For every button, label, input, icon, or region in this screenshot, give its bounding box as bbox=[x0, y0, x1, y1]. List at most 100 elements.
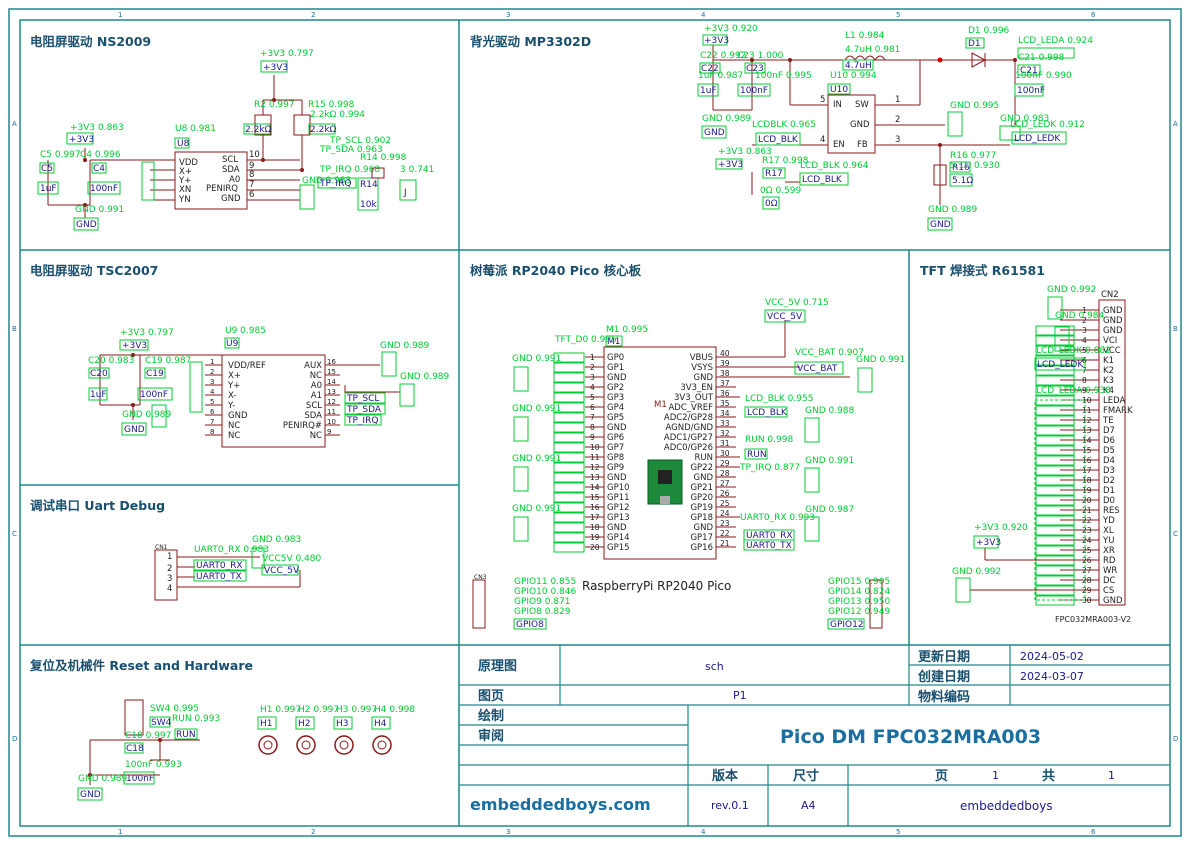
tsc-right-pin: SCL bbox=[306, 401, 322, 411]
col-num-2b: 2 bbox=[311, 828, 315, 836]
pico-left-num: 8 bbox=[590, 423, 595, 432]
bl-gnd-d: GND bbox=[930, 220, 951, 230]
tsc-c19-val: 100nF bbox=[140, 390, 168, 400]
tsc-left-num: 6 bbox=[210, 408, 215, 416]
pico-right-num: 28 bbox=[720, 469, 730, 478]
pico-left-netlabel bbox=[553, 502, 585, 513]
pico-left-netlabel bbox=[553, 442, 585, 453]
pico-left-netlabel bbox=[553, 512, 585, 523]
m1-label: M1 bbox=[654, 400, 667, 410]
tft-netlabel bbox=[1035, 405, 1075, 416]
tft-pin-name: D0 bbox=[1103, 496, 1115, 506]
pico-left-gnd-conf: GND 0.991 bbox=[512, 504, 561, 514]
pico-left-netlabel bbox=[553, 372, 585, 383]
tsc-left-pin: X- bbox=[228, 391, 236, 401]
pico-left-pin: GP9 bbox=[607, 463, 624, 473]
r2-val: 2.2kΩ bbox=[245, 125, 272, 135]
pico-right-num: 23 bbox=[720, 519, 730, 528]
ns-pin-a0: A0 bbox=[229, 175, 240, 185]
pico-right-num: 26 bbox=[720, 489, 730, 498]
tb-schematic-label: 原理图 bbox=[478, 659, 517, 674]
pico-uart-conf: UART0_RX 0.993 bbox=[740, 513, 815, 523]
backlight-block: IN EN SW GND FB 5 4 1 2 3 U10 U10 0.994 … bbox=[697, 24, 1093, 231]
tsc-left-pin: NC bbox=[228, 431, 240, 441]
ns-num-8: 8 bbox=[249, 170, 254, 180]
section-title-tft: TFT 焊接式 R61581 bbox=[920, 263, 1045, 278]
pico-gnd-conf: GND 0.991 bbox=[856, 355, 905, 365]
ns-num-7: 7 bbox=[249, 180, 254, 190]
pico-right-pin: AGND/GND bbox=[665, 423, 713, 433]
tft-d0-conf: TFT_D0 0.995 bbox=[554, 335, 617, 345]
tft-pin-name: D1 bbox=[1103, 486, 1115, 496]
tft-pin-num: 17 bbox=[1082, 466, 1092, 475]
u10-num-2: 2 bbox=[895, 115, 900, 125]
tsc-c19-conf: C19 0.987 bbox=[145, 356, 191, 366]
bl-gnd-d-conf: GND 0.989 bbox=[928, 205, 978, 215]
pico-right-pin: 3V3_OUT bbox=[674, 393, 714, 403]
gpio8: GPIO8 bbox=[516, 620, 544, 630]
mounting-hole-inner bbox=[301, 740, 311, 750]
pico-left-pin: GP8 bbox=[607, 453, 624, 463]
tsc-left-pin: Y- bbox=[227, 401, 235, 411]
tsc-left-pin: GND bbox=[228, 411, 248, 421]
tb-version: rev.0.1 bbox=[711, 799, 749, 812]
tsc-c20-conf: C20 0.983 bbox=[88, 356, 134, 366]
c23-ref: C23 bbox=[746, 64, 764, 74]
lcdblk: LCD_BLK bbox=[758, 135, 799, 145]
tb-drawn-label: 绘制 bbox=[478, 708, 504, 724]
pico-module bbox=[603, 346, 717, 560]
tb-page-num: 1 bbox=[992, 769, 999, 782]
tsc-left-pin: X+ bbox=[228, 371, 241, 381]
col-num-6b: 6 bbox=[1091, 828, 1096, 836]
tft-netlabel bbox=[1035, 575, 1075, 586]
mounting-hole bbox=[334, 735, 354, 755]
u8-ref: U8 bbox=[177, 139, 190, 149]
hole-ref: H4 bbox=[374, 719, 387, 729]
tft-pin-name: CS bbox=[1103, 586, 1114, 596]
outer-border bbox=[8, 8, 1182, 837]
pico-right-num: 33 bbox=[720, 419, 730, 428]
tsc-gnd-conf: GND 0.989 bbox=[122, 410, 172, 420]
col-num-6: 6 bbox=[1091, 11, 1096, 19]
vccbat: VCC_BAT bbox=[797, 364, 838, 374]
tft-pin-num: 11 bbox=[1082, 406, 1092, 415]
tft-pin-name: D6 bbox=[1103, 436, 1115, 446]
ns-c4-val: 100nF bbox=[90, 184, 118, 194]
pico-left-netlabel bbox=[553, 432, 585, 443]
r15-val: 2.2kΩ bbox=[310, 125, 337, 135]
tft-pin-name: D4 bbox=[1103, 456, 1115, 466]
vcc5v-conf: VCC_5V 0.715 bbox=[765, 298, 829, 308]
pico-left-netlabel bbox=[553, 402, 585, 413]
pico-right-num: 27 bbox=[720, 479, 730, 488]
cn1-connector bbox=[154, 549, 178, 601]
tft-pin-num: 4 bbox=[1082, 336, 1087, 345]
tb-page-word: 页 bbox=[935, 769, 948, 784]
lcd-blk2: LCD_BLK bbox=[802, 175, 843, 185]
tft-pin-num: 30 bbox=[1082, 596, 1092, 605]
tb-total-word: 共 bbox=[1042, 768, 1055, 784]
pico-right-pin: ADC1/GP27 bbox=[664, 433, 713, 443]
tft-pin-name: D5 bbox=[1103, 446, 1115, 456]
tsc-right-num: 15 bbox=[327, 368, 336, 376]
pico-left-netlabel bbox=[553, 532, 585, 543]
pico-left-gnd-conf: GND 0.991 bbox=[512, 454, 561, 464]
ns-pin-xp: X+ bbox=[179, 167, 192, 177]
tft-pin-name: RD bbox=[1103, 556, 1116, 566]
pico-left-num: 18 bbox=[590, 523, 600, 532]
u10-pin-sw: SW bbox=[855, 100, 869, 110]
d1-conf: D1 0.996 bbox=[968, 26, 1010, 36]
uart-vcc-conf: VCC5V 0.480 bbox=[262, 554, 322, 564]
gpio12-conf: GPIO12 0.949 bbox=[828, 607, 890, 617]
pico-gnd-conf3: GND 0.991 bbox=[805, 456, 854, 466]
tsc-c20: C20 bbox=[90, 369, 108, 379]
gpio12: GPIO12 bbox=[830, 620, 864, 630]
pico-left-netlabel bbox=[553, 542, 585, 553]
tft-pin-num: 12 bbox=[1082, 416, 1092, 425]
tft-netlabel bbox=[1035, 495, 1075, 506]
reset-gnd: GND bbox=[80, 790, 101, 800]
hole-ref-box bbox=[257, 716, 277, 730]
m1-conf: M1 0.995 bbox=[606, 325, 648, 335]
tb-page-label: 图页 bbox=[478, 689, 504, 704]
